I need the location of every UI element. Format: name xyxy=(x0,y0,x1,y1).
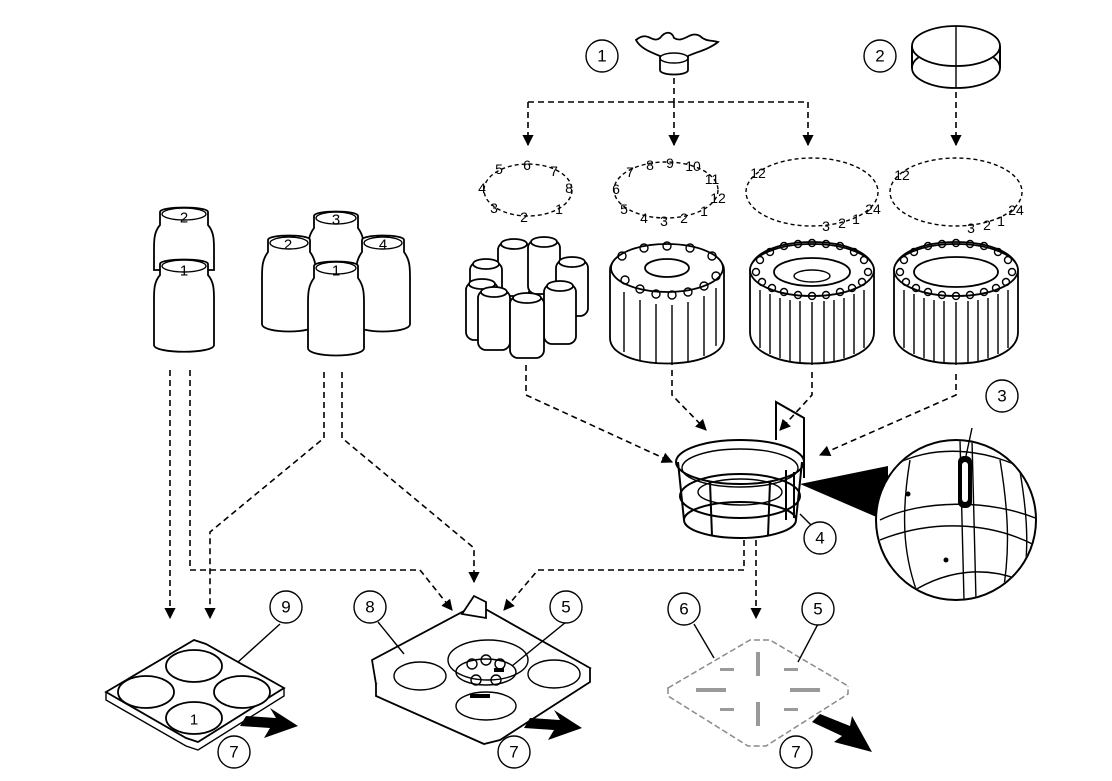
pos-label: 3 xyxy=(967,220,975,236)
wire-basket xyxy=(675,400,805,539)
pos-label: 12 xyxy=(894,167,910,183)
carousel-24-tubes-b xyxy=(893,238,1019,365)
arrows-from-part-1 xyxy=(522,78,814,147)
bottle-group: 2 3 4 1 xyxy=(261,210,411,357)
pos-label: 2 xyxy=(520,209,528,225)
callout-8: 8 xyxy=(353,590,387,624)
bottle-label: 4 xyxy=(379,237,387,254)
crown-insert xyxy=(634,31,720,76)
callout-1: 1 xyxy=(585,39,619,73)
pos-label: 3 xyxy=(490,200,498,216)
bottle-label: 1 xyxy=(332,263,340,280)
pos-label: 3 xyxy=(822,218,830,234)
callout-7c: 7 xyxy=(779,735,813,769)
insert-arrows xyxy=(240,708,872,752)
pos-label: 9 xyxy=(666,155,674,171)
ring-24-position-a: 12 3 2 1 24 xyxy=(745,157,881,234)
arrows-to-basket xyxy=(525,365,957,463)
pos-label: 12 xyxy=(750,165,766,181)
svg-text:7: 7 xyxy=(791,743,800,762)
svg-text:2: 2 xyxy=(875,47,884,66)
tray-four-wells: 1 xyxy=(104,639,286,751)
leader-lines xyxy=(237,513,821,667)
pos-label: 6 xyxy=(523,157,531,173)
ring-24-position-b: 12 3 2 1 24 xyxy=(889,157,1024,236)
svg-text:3: 3 xyxy=(997,387,1006,406)
tray-position-label: 1 xyxy=(190,712,198,729)
svg-text:1: 1 xyxy=(597,47,606,66)
callout-4: 4 xyxy=(803,521,837,555)
pos-label: 24 xyxy=(865,201,881,217)
pos-label: 7 xyxy=(626,164,634,180)
plate-dashed xyxy=(666,639,850,747)
pos-label: 2 xyxy=(680,210,688,226)
bottle-label: 2 xyxy=(284,237,292,254)
pos-label: 3 xyxy=(660,213,668,229)
carousel-8-bottles xyxy=(465,236,589,359)
pos-label: 1 xyxy=(852,211,860,227)
ring-8-position: 5 6 7 4 8 3 2 1 xyxy=(478,157,573,225)
pos-label: 4 xyxy=(478,180,486,196)
callout-5b: 5 xyxy=(801,592,835,626)
pos-label: 12 xyxy=(710,190,726,206)
carousel-24-tubes-a xyxy=(749,238,875,365)
pos-label: 24 xyxy=(1008,202,1024,218)
bottle-label: 1 xyxy=(180,263,188,280)
callout-7a: 7 xyxy=(217,735,251,769)
svg-text:5: 5 xyxy=(561,598,570,617)
svg-text:7: 7 xyxy=(509,743,518,762)
ring-band xyxy=(911,25,1001,89)
stacked-bottles: 2 1 xyxy=(153,206,215,353)
callout-2: 2 xyxy=(863,39,897,73)
pos-label: 10 xyxy=(685,158,701,174)
pos-label: 1 xyxy=(997,213,1005,229)
callout-3: 3 xyxy=(985,379,1019,413)
svg-text:8: 8 xyxy=(365,598,374,617)
pos-label: 2 xyxy=(838,215,846,231)
tray-molded xyxy=(371,594,592,745)
ring-12-position: 7 8 9 10 6 11 12 5 4 3 2 1 xyxy=(612,155,726,229)
svg-text:7: 7 xyxy=(229,743,238,762)
pos-label: 4 xyxy=(640,210,648,226)
callout-7b: 7 xyxy=(497,735,531,769)
callout-6: 6 xyxy=(667,592,701,626)
carousel-12-tubes xyxy=(609,241,725,365)
callout-9: 9 xyxy=(269,590,303,624)
svg-text:4: 4 xyxy=(815,529,824,548)
arrows-to-trays xyxy=(164,370,762,620)
bottle-label: 3 xyxy=(332,212,340,229)
pos-label: 8 xyxy=(565,180,573,196)
pos-label: 7 xyxy=(550,163,558,179)
svg-text:9: 9 xyxy=(281,598,290,617)
detail-zoom xyxy=(800,427,1037,601)
pos-label: 5 xyxy=(620,201,628,217)
pos-label: 2 xyxy=(983,217,991,233)
svg-text:5: 5 xyxy=(813,600,822,619)
bottle-label: 2 xyxy=(180,210,188,227)
pos-label: 1 xyxy=(555,201,563,217)
pos-label: 8 xyxy=(646,157,654,173)
pos-label: 11 xyxy=(705,171,720,187)
callout-5a: 5 xyxy=(549,590,583,624)
pos-label: 5 xyxy=(495,161,503,177)
pos-label: 1 xyxy=(700,203,708,219)
pos-label: 6 xyxy=(612,181,620,197)
svg-text:6: 6 xyxy=(679,600,688,619)
